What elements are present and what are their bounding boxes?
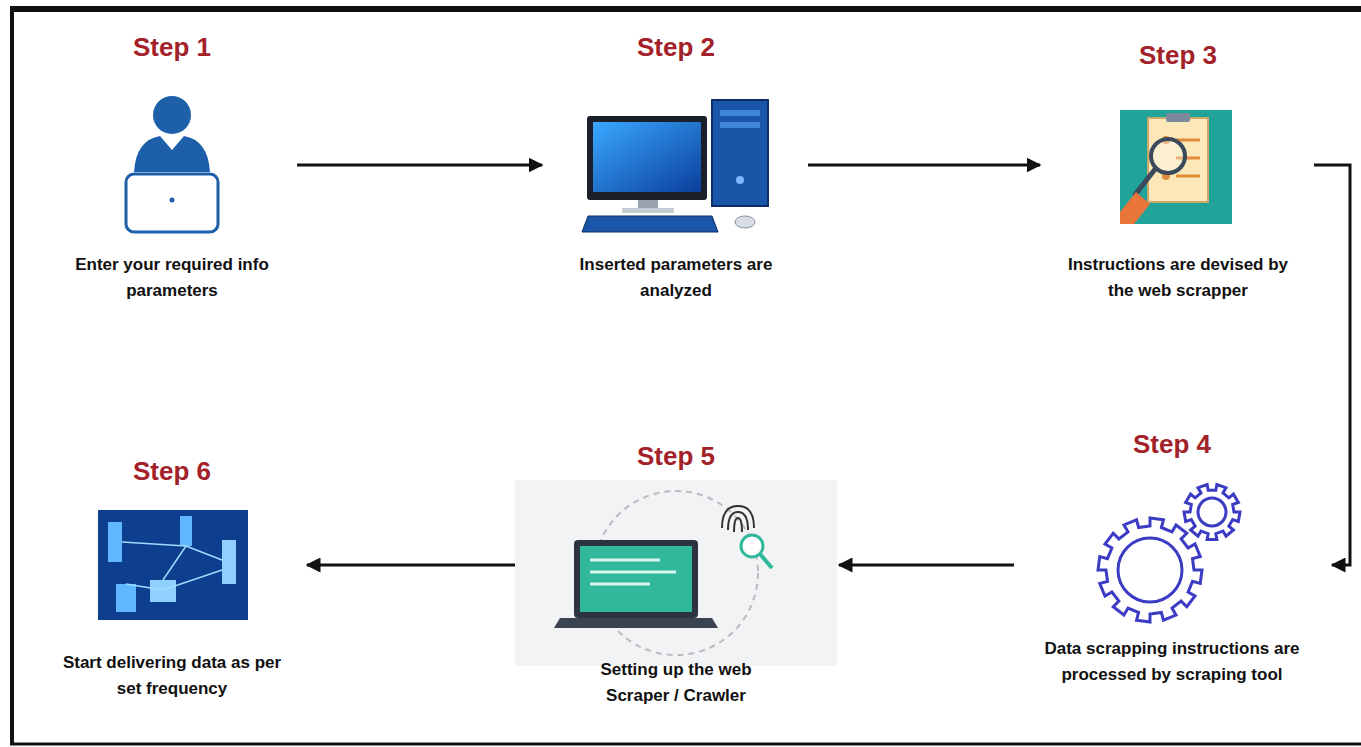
computer-icon <box>622 208 674 213</box>
gears-icon <box>1098 484 1240 622</box>
frame <box>10 6 1361 12</box>
data-delivery-icon <box>126 584 163 590</box>
computer-icon <box>736 176 744 184</box>
computer-icon <box>582 100 768 232</box>
scraper-setup-icon <box>580 546 692 612</box>
step-heading: Step 3 <box>1048 38 1308 72</box>
scraper-setup-icon <box>590 571 676 574</box>
clipboard-icon <box>1120 110 1232 224</box>
computer-icon <box>593 122 701 192</box>
step-heading: Step 6 <box>45 454 299 488</box>
scraper-setup-icon <box>734 518 742 532</box>
scraper-setup-icon <box>554 618 718 628</box>
gears-icon <box>1118 538 1182 602</box>
scraper-setup-icon <box>590 583 650 586</box>
step-caption: Setting up the web Scraper / Crawler <box>576 657 776 709</box>
data-delivery-icon <box>98 510 248 620</box>
user-icon <box>126 96 218 232</box>
gear-outline <box>1098 518 1202 622</box>
flow-arrow <box>839 564 1014 567</box>
data-delivery-icon <box>180 516 192 546</box>
user-icon <box>166 138 178 150</box>
step-node: Step 4 Data scrapping instructions are pr… <box>1014 427 1330 688</box>
data-delivery-icon <box>108 522 122 562</box>
scraper-setup-icon <box>741 535 763 557</box>
data-delivery-icon <box>122 542 222 590</box>
frame <box>10 743 1361 746</box>
gears-icon <box>1198 498 1226 526</box>
scraper-setup-icon <box>515 480 837 666</box>
data-delivery-icon <box>98 510 248 620</box>
gear-outline <box>1184 484 1240 539</box>
data-delivery-icon <box>150 580 176 602</box>
step-heading: Step 2 <box>550 30 802 64</box>
data-delivery-icon <box>222 540 236 584</box>
step-heading: Step 5 <box>521 439 831 473</box>
data-delivery-icon <box>122 542 186 546</box>
data-delivery-icon <box>163 570 222 590</box>
data-delivery-icon <box>186 546 222 560</box>
flow-arrow <box>1314 165 1350 565</box>
step-caption: Data scrapping instructions are processe… <box>1020 636 1324 688</box>
computer-icon <box>720 122 760 128</box>
scraper-setup-icon <box>728 512 748 530</box>
step-caption: Instructions are devised by the web scra… <box>1053 252 1303 304</box>
data-delivery-icon <box>116 584 136 612</box>
computer-icon <box>712 100 768 206</box>
clipboard-icon <box>1120 110 1232 224</box>
user-icon <box>170 198 175 203</box>
clipboard-icon <box>1134 168 1156 196</box>
user-icon <box>153 96 191 134</box>
computer-icon <box>587 116 707 200</box>
computer-icon <box>720 110 760 116</box>
flow-arrow <box>808 164 1040 167</box>
step-heading: Step 1 <box>53 30 291 64</box>
data-delivery-icon <box>163 546 186 580</box>
clipboard-icon <box>1176 175 1200 178</box>
step-node: Step 3 Instructions are devised by the we… <box>1042 38 1314 304</box>
step-caption: Inserted parameters are analyzed <box>558 252 794 304</box>
clipboard-icon <box>1166 113 1190 122</box>
step-caption: Start delivering data as per set frequen… <box>50 650 294 702</box>
clipboard-icon <box>1120 192 1150 224</box>
flow-arrow <box>307 564 515 567</box>
scraper-setup-icon <box>515 480 837 666</box>
step-node: Step 1 Enter your required info parameter… <box>47 30 297 304</box>
clipboard-icon <box>1148 118 1208 202</box>
step-caption: Enter your required info parameters <box>67 252 277 304</box>
step-node: Step 2 Inserted parameters are analyzed <box>544 30 808 304</box>
computer-icon <box>582 216 718 232</box>
frame <box>10 8 14 745</box>
frame <box>10 8 1361 745</box>
scraper-setup-icon <box>722 506 754 532</box>
scraper-setup-icon <box>590 559 660 562</box>
step-node: Step 6 Start delivering data as per set f… <box>39 454 305 702</box>
flow-arrow <box>297 164 542 167</box>
scraper-setup-icon <box>574 540 698 618</box>
user-icon <box>126 174 218 232</box>
step-heading: Step 4 <box>1020 427 1324 461</box>
step-node: Step 5 Setting up the web Scraper / Crawl… <box>515 439 837 709</box>
clipboard-icon <box>1151 139 1185 173</box>
computer-icon <box>735 216 755 228</box>
user-icon <box>134 136 210 172</box>
scraper-setup-icon <box>760 554 772 568</box>
